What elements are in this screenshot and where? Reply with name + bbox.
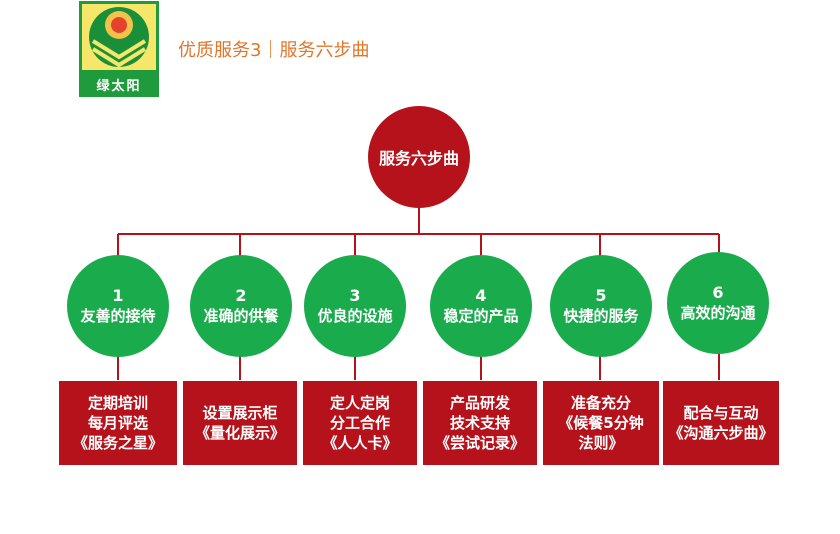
detail-box-1: 定期培训 每月评选 《服务之星》: [58, 380, 178, 466]
root-node: 服务六步曲: [368, 106, 470, 208]
sun-logo-icon: [82, 4, 156, 70]
detail-box-2: 设置展示柜 《量化展示》: [182, 380, 298, 466]
detail-line: 准备充分: [570, 394, 631, 412]
detail-line: 《沟通六步曲》: [668, 424, 774, 442]
step-number: 3: [349, 286, 361, 305]
step-number: 6: [712, 283, 724, 302]
step-circle-6: 6 高效的沟通: [667, 252, 769, 354]
detail-line: 分工合作: [329, 414, 390, 432]
detail-line: 定人定岗: [329, 394, 390, 412]
detail-line: 设置展示柜: [202, 404, 278, 422]
detail-box-3: 定人定岗 分工合作 《人人卡》: [302, 380, 418, 466]
detail-line: 《尝试记录》: [434, 434, 525, 452]
step-circle-3: 3 优良的设施: [304, 255, 406, 357]
step-number: 1: [112, 286, 124, 305]
step-name: 高效的沟通: [680, 304, 756, 322]
step-circle-2: 2 准确的供餐: [190, 255, 292, 357]
logo-text: 绿太阳: [96, 79, 142, 94]
detail-box-5: 准备充分 《候餐5分钟 法则》: [542, 380, 660, 466]
detail-line: 法则》: [578, 434, 624, 452]
detail-line: 《人人卡》: [322, 434, 398, 452]
detail-line: 技术支持: [449, 414, 510, 432]
step-name: 优良的设施: [317, 307, 393, 325]
detail-line: 《量化展示》: [194, 424, 285, 442]
root-label: 服务六步曲: [378, 149, 459, 168]
step-name: 友善的接待: [80, 307, 156, 325]
detail-line: 产品研发: [449, 394, 510, 412]
step-number: 4: [475, 286, 487, 305]
detail-box-4: 产品研发 技术支持 《尝试记录》: [422, 380, 538, 466]
step-circle-1: 1 友善的接待: [67, 255, 169, 357]
step-circle-5: 5 快捷的服务: [550, 255, 652, 357]
detail-box-6: 配合与互动 《沟通六步曲》: [662, 380, 780, 466]
brand-logo: 绿太阳: [79, 1, 159, 97]
step-name: 稳定的产品: [443, 307, 519, 325]
step-name: 快捷的服务: [563, 307, 639, 325]
step-name: 准确的供餐: [203, 307, 279, 325]
step-number: 2: [235, 286, 247, 305]
detail-line: 每月评选: [87, 414, 148, 432]
step-number: 5: [595, 286, 607, 305]
step-circle-4: 4 稳定的产品: [430, 255, 532, 357]
detail-line: 《候餐5分钟: [558, 414, 644, 432]
detail-line: 定期培训: [87, 394, 148, 412]
page-title: 优质服务3｜服务六步曲: [178, 40, 370, 61]
detail-line: 配合与互动: [683, 404, 759, 422]
detail-line: 《服务之星》: [72, 434, 163, 452]
